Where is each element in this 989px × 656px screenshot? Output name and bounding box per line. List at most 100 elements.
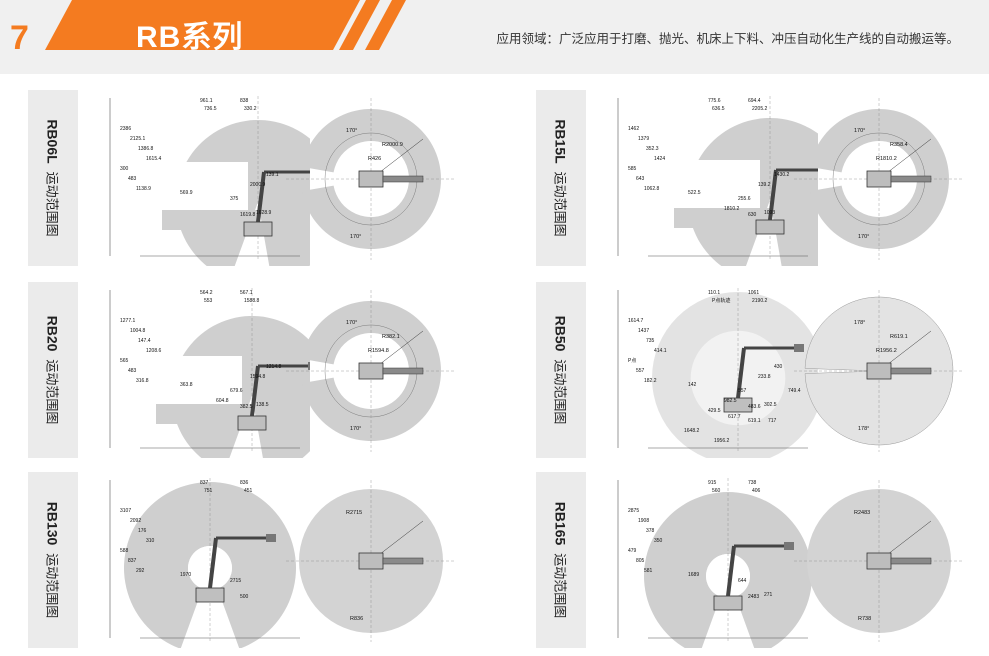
side-dimension-label: 1594.8 (250, 374, 266, 380)
side-dimension-label: 483.6 (748, 404, 761, 410)
robot-lower-arm (726, 545, 736, 597)
side-dimension-label: 569.9 (180, 190, 193, 196)
top-dimension-label: R426 (368, 156, 381, 162)
side-dimension-label: 233.8 (758, 374, 771, 380)
side-dimension-label: 2092 (130, 518, 141, 524)
side-dimension-label: 1430.2 (774, 172, 790, 178)
side-dimension-label: 483 (128, 368, 137, 374)
top-robot-base (866, 170, 892, 188)
side-dimension-label: 1648.2 (684, 428, 700, 434)
side-dimension-label: 553 (204, 298, 213, 304)
side-dimension-label: 2875 (628, 508, 639, 514)
side-dimension-label: 738 (748, 480, 757, 486)
robot-caption: RB50运动范围图 (552, 316, 571, 425)
side-dimension-label: 271 (764, 592, 773, 598)
robot-caption-suffix: 运动范围图 (44, 553, 60, 619)
side-dimension-label: 139.1 (266, 172, 279, 178)
side-dimension-label: 636.5 (712, 106, 725, 112)
side-dimension-label: 581 (644, 568, 653, 574)
side-dimension-label: 350 (654, 538, 663, 544)
side-envelope-lower-band (156, 404, 252, 424)
side-dimension-label: 585 (628, 166, 637, 172)
side-dimension-label: 1588.8 (244, 298, 260, 304)
top-dimension-label: R358.4 (890, 142, 908, 148)
side-dimension-label: 2000.9 (250, 182, 266, 188)
side-dimension-label: 255.6 (738, 196, 751, 202)
side-dimension-label: 619.1 (748, 418, 761, 424)
robot-caption: RB15L运动范围图 (552, 119, 571, 236)
side-dimension-label: 564.2 (200, 290, 213, 296)
robot-arm (243, 170, 310, 237)
robot-wrist (266, 534, 276, 542)
robot-lower-arm (736, 347, 746, 399)
side-dimension-label: 176 (138, 528, 147, 534)
robot-label-strip: RB15L运动范围图 (536, 90, 586, 266)
side-dimension-label: 522.5 (688, 190, 701, 196)
side-dimension-label: 182.2 (644, 378, 657, 384)
side-dimension-label: 565 (120, 358, 129, 364)
side-dimension-label: 961.1 (200, 98, 213, 104)
side-dimension-label: 2205.2 (752, 106, 768, 112)
top-dimension-label: 170° (350, 426, 361, 432)
side-dimension-label: 1908 (638, 518, 649, 524)
robot-wrist (308, 362, 310, 370)
top-reach-envelope (804, 296, 954, 446)
top-dimension-label: R836 (350, 616, 363, 622)
side-reach-envelope (124, 482, 296, 648)
side-dimension-label: 479 (628, 548, 637, 554)
side-dimension-label: 330.2 (244, 106, 257, 112)
robot-wrist (784, 542, 794, 550)
side-dimension-label: 138.5 (256, 402, 269, 408)
side-dimension-label: 292 (136, 568, 145, 574)
side-dimension-label: 1615.4 (146, 156, 162, 162)
side-dimension-label: 694.4 (748, 98, 761, 104)
robot-label-strip: RB06L运动范围图 (28, 90, 78, 266)
top-dimension-label: 170° (858, 234, 869, 240)
robot-caption: RB06L运动范围图 (44, 119, 63, 236)
side-dimension-label: 1810.2 (724, 206, 740, 212)
top-dimension-label: 178° (854, 320, 865, 326)
side-dimension-label: 557 (636, 368, 645, 374)
robot-arm (713, 542, 794, 611)
top-reach-envelope (302, 109, 441, 249)
side-dimension-label: 1970 (180, 572, 191, 578)
side-dimension-label: 406 (752, 488, 761, 494)
robot-model-name: RB15L (552, 119, 569, 164)
side-dimension-label: 2190.2 (752, 298, 768, 304)
page-header: 7 RB系列 应用领域：广泛应用于打磨、抛光、机床上下料、冲压自动化生产线的自动… (0, 0, 989, 74)
top-dimension-label: R619.1 (890, 334, 908, 340)
side-envelope-inner-hole (706, 554, 750, 598)
robot-lower-arm (256, 171, 266, 223)
side-dimension-label: 749.4 (788, 388, 801, 394)
side-dimension-label: 837 (128, 558, 137, 564)
robot-caption: RB130运动范围图 (44, 502, 63, 619)
side-dimension-label: 604.8 (216, 398, 229, 404)
side-dimension-label: 352.3 (646, 146, 659, 152)
top-dimension-label: R382.1 (382, 334, 400, 340)
top-reach-envelope (302, 301, 441, 441)
side-dimension-label: 316.8 (136, 378, 149, 384)
side-dimension-label: 382.5 (240, 404, 253, 410)
top-robot-arm (890, 557, 932, 565)
top-dimension-label: 170° (854, 128, 865, 134)
side-envelope-lower-band (674, 208, 770, 228)
top-dimension-label: 170° (346, 128, 357, 134)
side-dimension-label: 1424 (654, 156, 665, 162)
title-banner (45, 0, 360, 50)
side-dimension-label: 630 (748, 212, 757, 218)
top-dimension-label: R2715 (346, 510, 362, 516)
top-robot-arm (890, 367, 932, 375)
top-dimension-label: R2000.9 (382, 142, 403, 148)
side-dimension-label: 644 (738, 578, 747, 584)
header-band (0, 50, 989, 74)
side-dimension-label: P点 (628, 358, 636, 364)
top-robot-base (358, 170, 384, 188)
side-dimension-label: 378 (646, 528, 655, 534)
